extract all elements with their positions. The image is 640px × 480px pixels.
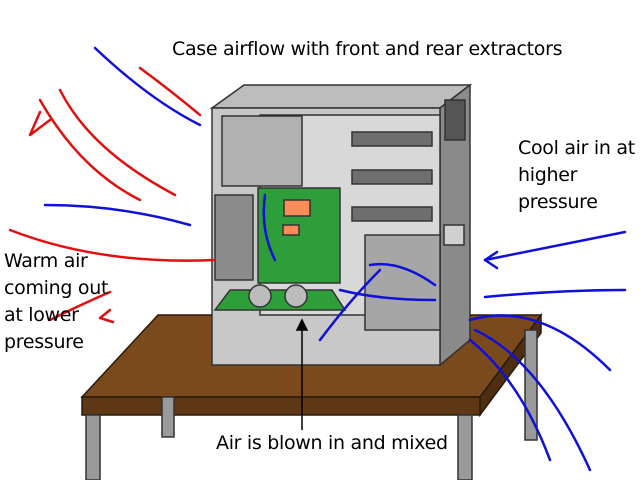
warm-air-line bbox=[58, 88, 177, 197]
gpu-fan-left bbox=[248, 284, 272, 308]
rear-fan-vent bbox=[214, 194, 254, 281]
mixing-pointer bbox=[295, 318, 309, 430]
cool-air-line bbox=[468, 338, 552, 462]
cool-air-label-line: pressure bbox=[518, 191, 598, 213]
cool-air-streams-right bbox=[262, 193, 627, 472]
front-drive-slot bbox=[443, 224, 465, 246]
cool-air-line bbox=[43, 203, 192, 227]
warm-air-label-line: Warm air bbox=[4, 250, 88, 272]
table-front-edge bbox=[81, 396, 481, 416]
cool-air-line bbox=[262, 193, 277, 262]
drive-bay-1 bbox=[351, 131, 433, 147]
drive-bay-2 bbox=[351, 169, 433, 185]
table-leg-back-left bbox=[161, 396, 175, 438]
table-leg-front-right bbox=[457, 414, 473, 480]
warm-air-line bbox=[38, 98, 142, 202]
computer-case bbox=[209, 83, 473, 367]
warm-air-line bbox=[98, 308, 115, 324]
warm-air-label: Warm air coming out at lower pressure bbox=[4, 248, 108, 356]
chipset-chip bbox=[282, 224, 300, 236]
cool-air-label: Cool air in at higher pressure bbox=[518, 135, 635, 216]
cool-air-line bbox=[468, 314, 612, 372]
warm-air-line bbox=[138, 66, 202, 117]
mixing-label: Air is blown in and mixed bbox=[214, 430, 450, 457]
psu bbox=[221, 115, 303, 187]
graphics-card bbox=[213, 289, 347, 311]
cpu-chip bbox=[283, 199, 311, 217]
warm-air-label-line: pressure bbox=[4, 331, 84, 353]
warm-air-streams bbox=[8, 66, 217, 324]
gpu-fan-right bbox=[284, 284, 308, 308]
case-top bbox=[209, 84, 473, 109]
hdd-cage bbox=[364, 234, 441, 331]
drive-bay-3 bbox=[351, 206, 433, 222]
warm-air-label-line: coming out bbox=[4, 277, 109, 299]
cool-air-line bbox=[93, 46, 202, 127]
cool-air-streams-left bbox=[43, 46, 202, 227]
cool-air-line bbox=[368, 263, 437, 287]
cool-air-line bbox=[338, 288, 437, 302]
warm-air-line bbox=[48, 290, 112, 322]
cool-air-label-line: Cool air in at bbox=[518, 137, 635, 159]
warm-air-line bbox=[8, 228, 217, 262]
cool-air-line bbox=[318, 268, 382, 342]
cool-air-line bbox=[483, 250, 499, 270]
cool-air-line bbox=[483, 288, 627, 299]
mixing-label-text: Air is blown in and mixed bbox=[214, 432, 450, 454]
table-leg-front-left bbox=[85, 414, 101, 480]
warm-air-line bbox=[28, 110, 52, 137]
front-vent bbox=[444, 99, 466, 141]
cool-air-label-line: higher bbox=[518, 164, 578, 186]
cool-air-line bbox=[483, 230, 627, 262]
warm-air-label-line: at lower bbox=[4, 304, 79, 326]
diagram-title: Case airflow with front and rear extract… bbox=[172, 38, 563, 60]
cool-air-line bbox=[473, 328, 592, 472]
